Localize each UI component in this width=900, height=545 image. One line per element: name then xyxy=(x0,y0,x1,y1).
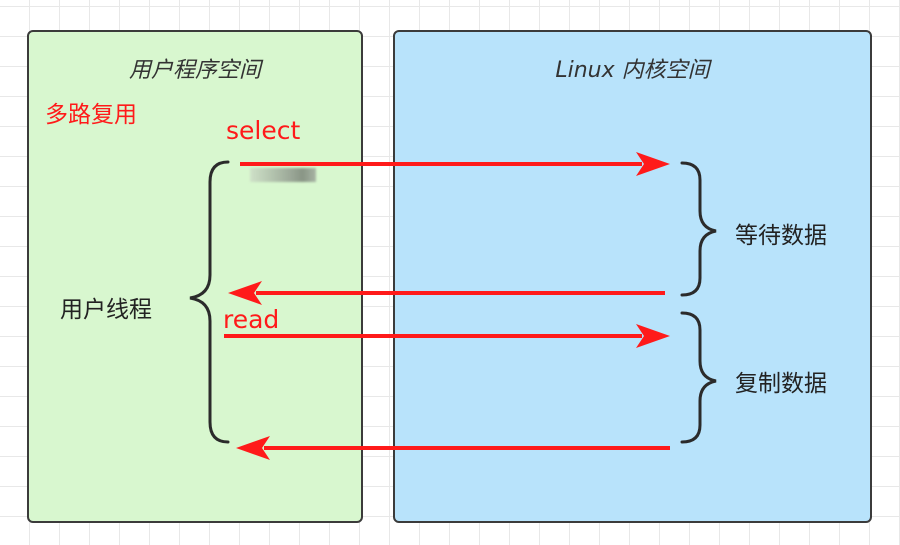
user-thread-label: 用户线程 xyxy=(60,297,152,323)
wait-data-label: 等待数据 xyxy=(735,223,827,249)
kernel-space-panel xyxy=(393,30,872,523)
select-call-label: select xyxy=(226,116,301,145)
blurred-annotation xyxy=(250,168,316,182)
read-arrowhead xyxy=(636,324,670,348)
user-thread-brace xyxy=(189,160,230,444)
kernel-space-title: Linux 内核空间 xyxy=(555,58,710,83)
select-arrowhead xyxy=(636,152,670,176)
user-space-panel xyxy=(27,30,363,523)
select-return-arrowhead xyxy=(228,281,262,305)
copy-data-label: 复制数据 xyxy=(735,371,827,397)
wait-data-brace xyxy=(680,161,717,297)
user-space-title: 用户程序空间 xyxy=(128,58,261,83)
copy-data-brace xyxy=(680,311,717,444)
read-return-arrowhead xyxy=(236,436,270,460)
read-call-label: read xyxy=(223,305,280,334)
multiplex-label: 多路复用 xyxy=(45,102,137,128)
